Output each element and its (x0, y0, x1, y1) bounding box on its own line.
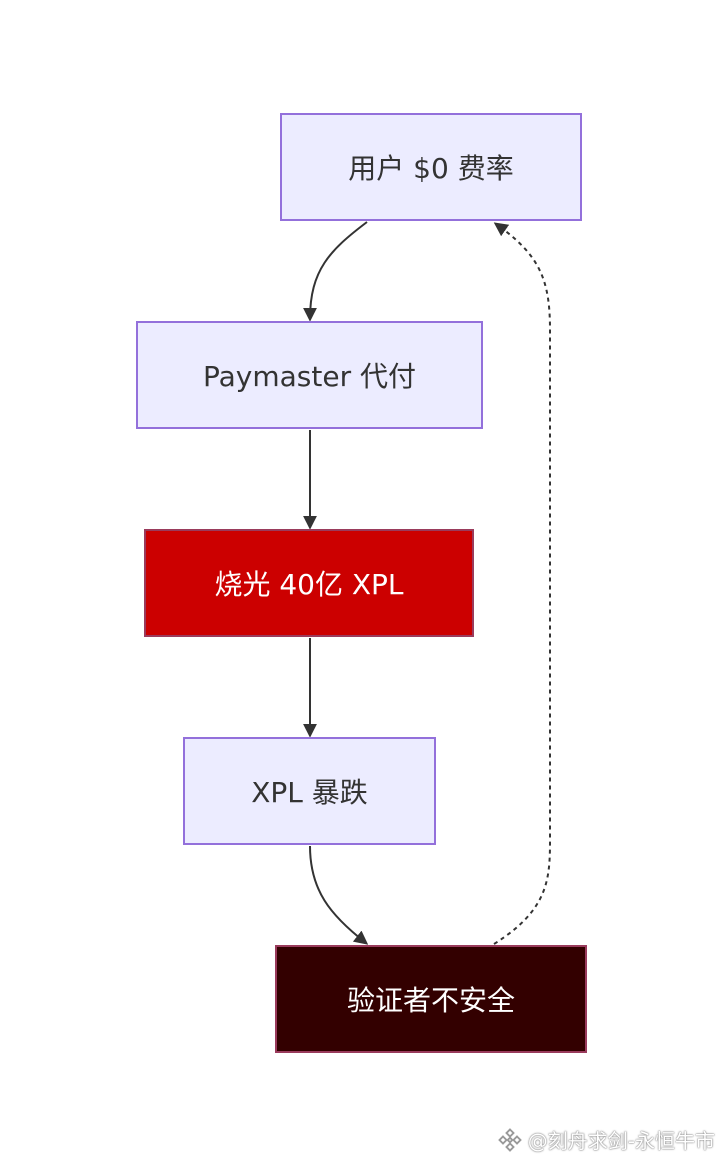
edge-crash-to-unsafe (309, 845, 369, 945)
binance-logo-icon (497, 1127, 522, 1152)
node-xpl-crash: XPL 暴跌 (183, 737, 436, 845)
node-user-zero-fee: 用户 $0 费率 (280, 113, 582, 221)
watermark: @刻舟求剑-永恒牛市 (496, 1125, 715, 1154)
node-label: XPL 暴跌 (251, 776, 368, 809)
node-label: 烧光 40亿 XPL (214, 568, 404, 601)
node-label: 用户 $0 费率 (348, 152, 514, 185)
node-label: 验证者不安全 (346, 984, 515, 1017)
node-burn-xpl: 烧光 40亿 XPL (144, 529, 474, 637)
node-validators-unsafe: 验证者不安全 (275, 945, 587, 1053)
edge-unsafe-to-fee-dashed (493, 222, 551, 945)
edge-fee-to-paymaster (303, 221, 368, 322)
node-paymaster: Paymaster 代付 (136, 321, 483, 429)
node-label: Paymaster 代付 (203, 360, 416, 393)
watermark-text: @刻舟求剑-永恒牛市 (527, 1129, 715, 1153)
